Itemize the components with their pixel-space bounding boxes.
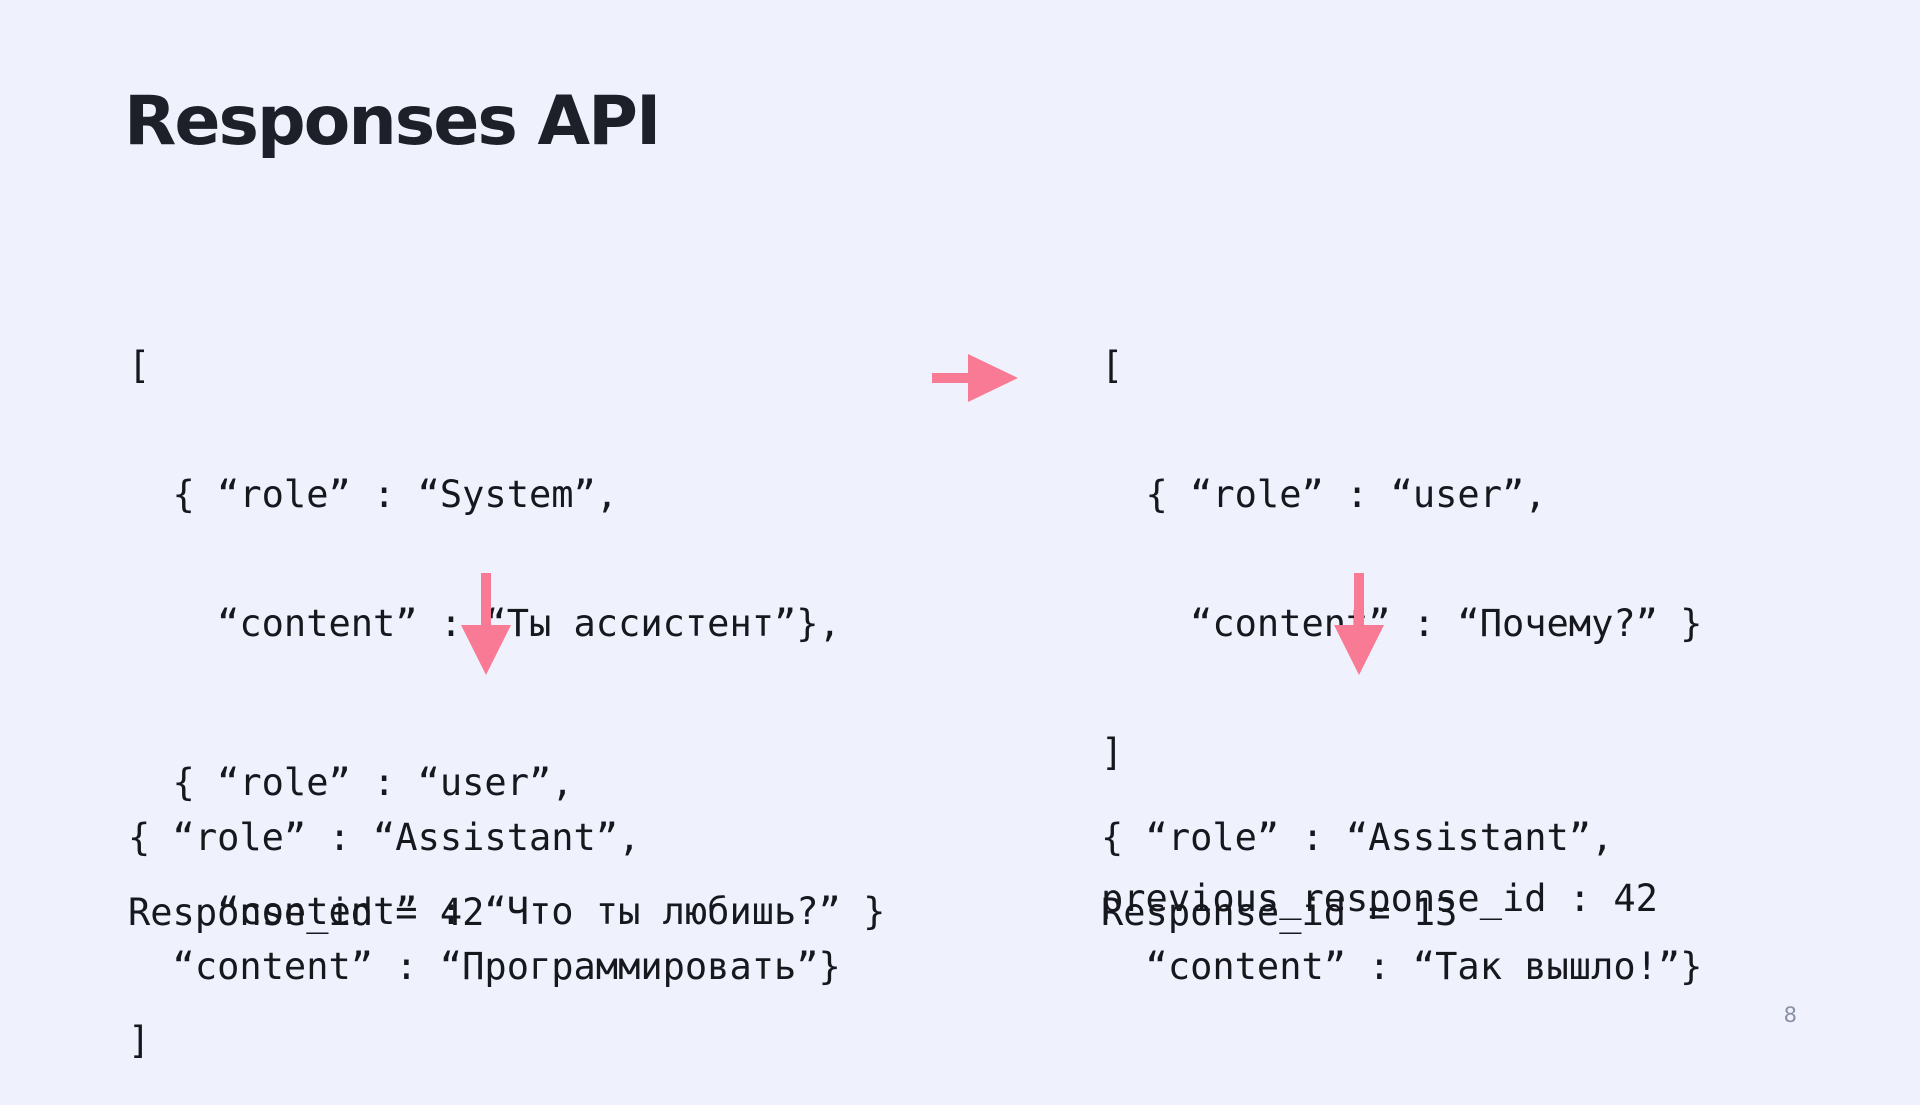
- response-2-code: { “role” : “Assistant”, “content” : “Так…: [1101, 730, 1702, 1031]
- response-2-content: “content” : “Так вышло!”}: [1101, 945, 1703, 988]
- request-1-code: [ { “role” : “System”, “content” : “Ты а…: [128, 258, 885, 1105]
- request-1-close-bracket: ]: [128, 1019, 151, 1062]
- response-1-code: { “role” : “Assistant”, “content” : “Про…: [128, 730, 841, 1031]
- request-1-user-role: { “role” : “user”,: [128, 761, 574, 804]
- response-2-role: { “role” : “Assistant”,: [1101, 816, 1614, 859]
- response-2-id: Response_id = 13: [1101, 891, 1458, 934]
- page-number: 8: [1783, 1003, 1797, 1027]
- request-2-user-content: “content” : “Почему?” }: [1101, 602, 1703, 645]
- request-2-close-bracket: ]: [1101, 731, 1124, 774]
- response-1-id: Response_id = 42: [128, 891, 485, 934]
- request-2-open-bracket: [: [1101, 344, 1124, 387]
- slide-title: Responses API: [124, 82, 661, 161]
- request-1-open-bracket: [: [128, 344, 151, 387]
- response-1-content: “content” : “Программировать”}: [128, 945, 841, 988]
- arrow-down-icon-right: [1334, 573, 1384, 675]
- response-1-role: { “role” : “Assistant”,: [128, 816, 641, 859]
- request-1-system-content: “content” : “Ты ассистент”},: [217, 602, 841, 645]
- previous-response-id: previous_response_id : 42: [1101, 877, 1658, 920]
- request-1-system-role: { “role” : “System”,: [128, 473, 619, 516]
- arrow-down-icon-left: [461, 573, 511, 675]
- request-2-user-role: { “role” : “user”,: [1101, 473, 1547, 516]
- request-1-user-content: “content” : “Что ты любишь?” }: [128, 890, 886, 933]
- arrow-right-icon: [932, 354, 1018, 402]
